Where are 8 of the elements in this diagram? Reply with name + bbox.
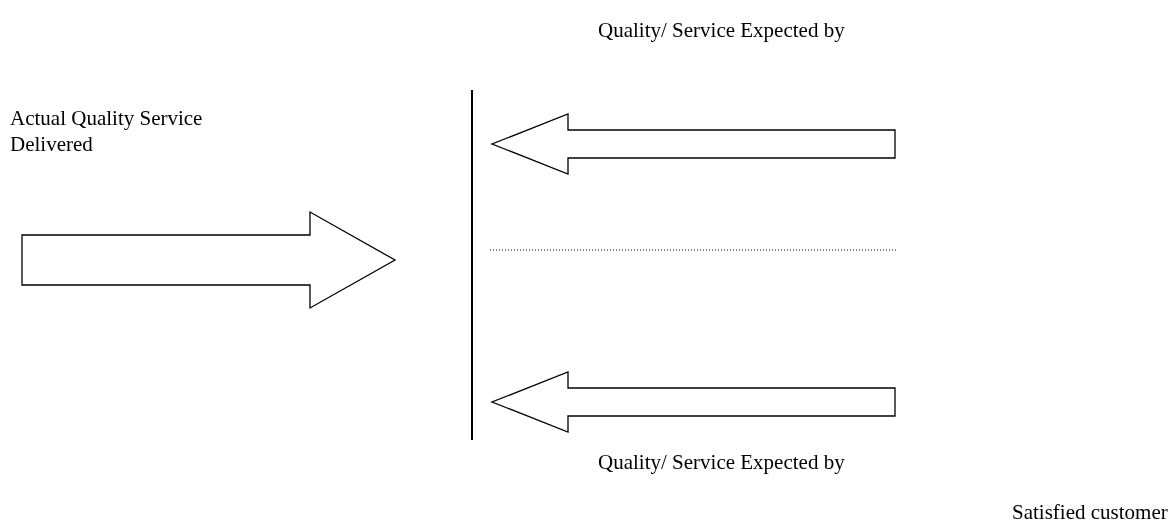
text-label: Satisfied customer <box>1012 499 1170 525</box>
block-arrow <box>490 371 896 433</box>
block-arrow <box>490 113 896 175</box>
text-label: Quality/ Service Expected by <box>598 449 898 475</box>
text-label: Quality/ Service Expected by <box>598 17 898 43</box>
text-label: Actual Quality Service Delivered <box>10 105 270 157</box>
vertical-line <box>471 90 473 440</box>
block-arrow <box>21 210 397 310</box>
